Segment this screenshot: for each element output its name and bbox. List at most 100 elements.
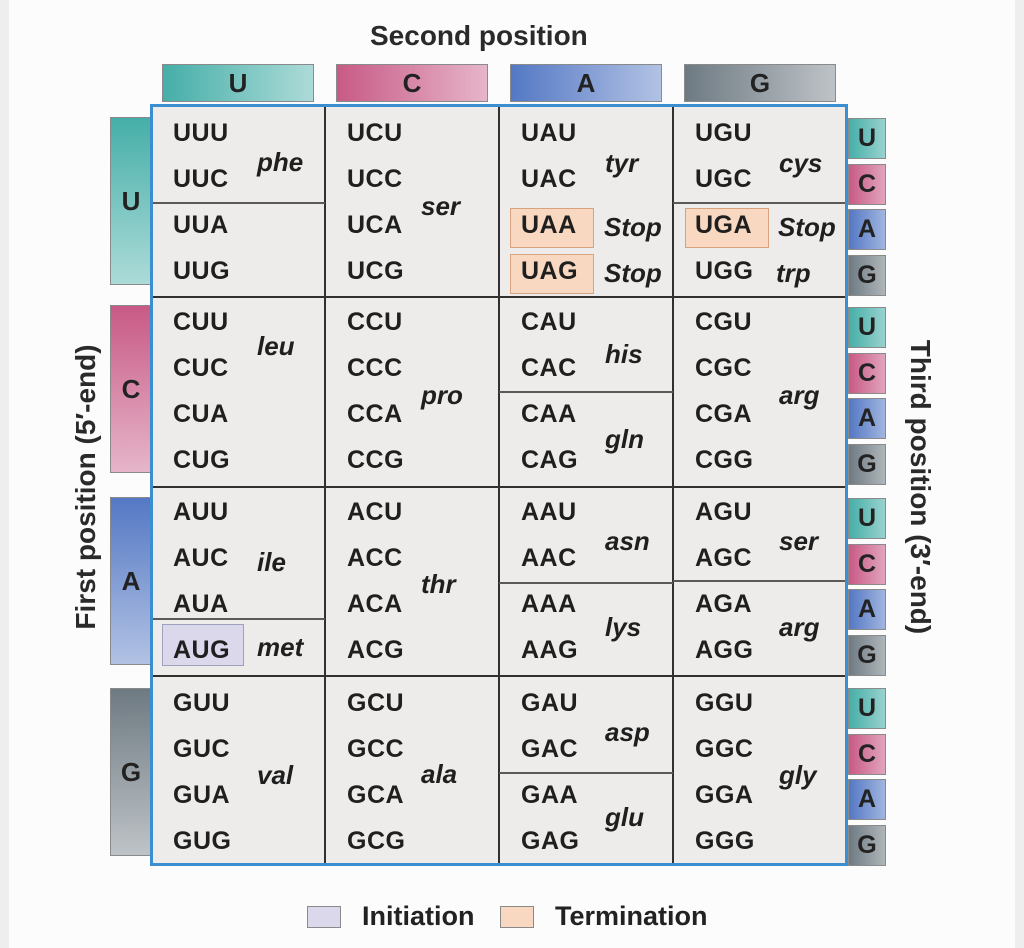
amino-acid-ser: ser [779, 526, 819, 556]
codon-cac: CAC [521, 354, 577, 382]
second-position-header-u: U [162, 64, 314, 102]
codon-aac: AAC [521, 544, 577, 572]
codon-ccu: CCU [347, 308, 403, 336]
codon-aca: ACA [347, 590, 403, 618]
codon-acg: ACG [347, 636, 405, 664]
third-position-letter-a-a: A [848, 589, 886, 630]
third-position-letter-g-u: U [848, 688, 886, 729]
codon-ucg: UCG [347, 257, 405, 285]
row-divider [153, 296, 845, 298]
amino-acid-ser: ser [421, 191, 461, 221]
codon-acc: ACC [347, 544, 403, 572]
codon-cgu: CGU [695, 308, 753, 336]
amino-acid-asp: asp [605, 717, 650, 747]
codon-gca: GCA [347, 781, 405, 809]
third-position-letter-g-a: A [848, 779, 886, 820]
codon-ucc: UCC [347, 165, 403, 193]
codon-ugc: UGC [695, 165, 753, 193]
amino-acid-met: met [257, 632, 304, 662]
codon-ggc: GGC [695, 735, 754, 763]
third-position-title: Third position (3′-end) [905, 339, 936, 635]
codon-cgg: CGG [695, 446, 754, 474]
third-position-letter-u-c: C [848, 163, 886, 205]
second-position-header-c: C [336, 64, 488, 102]
amino-acid-stop: Stop [604, 212, 662, 242]
third-position-letter-u-a: A [848, 209, 886, 250]
codon-guc: GUC [173, 735, 231, 763]
amino-acid-ile: ile [257, 547, 286, 577]
codon-aaa: AAA [521, 590, 577, 618]
right-edge-strip [1015, 0, 1024, 948]
codon-cgc: CGC [695, 354, 753, 382]
third-position-letter-g-c: C [848, 733, 886, 775]
second-position-title: Second position [370, 20, 588, 51]
codon-uga: UGA [695, 211, 753, 239]
codon-gaa: GAA [521, 781, 579, 809]
codon-ucu: UCU [347, 119, 403, 147]
column-divider [498, 107, 500, 863]
group-divider [153, 618, 325, 620]
codon-auc: AUC [173, 544, 229, 572]
initiation-legend-label: Initiation [362, 901, 475, 931]
codon-uca: UCA [347, 211, 403, 239]
row-divider [153, 675, 845, 677]
amino-acid-phe: phe [257, 147, 304, 177]
codon-uuc: UUC [173, 165, 229, 193]
third-position-letter-c-u: U [848, 307, 886, 348]
first-position-header-c: C [110, 305, 152, 473]
codon-aga: AGA [695, 590, 753, 618]
second-position-header-a: A [510, 64, 662, 102]
codon-uuu: UUU [173, 119, 229, 147]
initiation-legend-swatch [307, 906, 341, 928]
amino-acid-leu: leu [257, 331, 295, 361]
first-position-header-g: G [110, 688, 152, 856]
codon-gcu: GCU [347, 689, 405, 717]
row-divider [153, 486, 845, 488]
third-position-letter-c-c: C [848, 352, 886, 394]
amino-acid-pro: pro [421, 380, 463, 410]
group-divider [673, 580, 845, 582]
amino-acid-arg: arg [779, 380, 820, 410]
codon-gua: GUA [173, 781, 231, 809]
codon-cuc: CUC [173, 354, 229, 382]
third-position-letter-u-u: U [848, 118, 886, 159]
codon-caa: CAA [521, 400, 577, 428]
third-position-letter-c-g: G [848, 443, 886, 485]
codon-cga: CGA [695, 400, 753, 428]
amino-acid-glu: glu [605, 802, 644, 832]
codon-gug: GUG [173, 827, 232, 855]
third-position-letter-a-g: G [848, 634, 886, 676]
codon-agc: AGC [695, 544, 753, 572]
second-position-header-g: G [684, 64, 836, 102]
group-divider [499, 391, 673, 393]
amino-acid-gln: gln [605, 424, 644, 454]
first-position-header-a: A [110, 497, 152, 665]
amino-acid-asn: asn [605, 526, 650, 556]
first-position-header-u: U [110, 117, 152, 285]
codon-ccg: CCG [347, 446, 405, 474]
codon-cuu: CUU [173, 308, 229, 336]
termination-highlight-uga [685, 208, 769, 248]
amino-acid-ala: ala [421, 759, 458, 789]
termination-legend-label: Termination [555, 901, 708, 931]
codon-agg: AGG [695, 636, 754, 664]
amino-acid-val: val [257, 760, 294, 790]
codon-ccc: CCC [347, 354, 403, 382]
column-divider [324, 107, 326, 863]
codon-uag: UAG [521, 257, 579, 285]
codon-auu: AUU [173, 498, 229, 526]
codon-cau: CAU [521, 308, 577, 336]
column-divider [672, 107, 674, 863]
codon-ggg: GGG [695, 827, 755, 855]
amino-acid-gly: gly [779, 760, 817, 790]
codon-cca: CCA [347, 400, 403, 428]
codon-gac: GAC [521, 735, 579, 763]
codon-gag: GAG [521, 827, 580, 855]
codon-uua: UUA [173, 211, 229, 239]
codon-acu: ACU [347, 498, 403, 526]
third-position-letter-a-c: C [848, 543, 886, 585]
amino-acid-tyr: tyr [605, 148, 639, 178]
codon-ugu: UGU [695, 119, 753, 147]
codon-gau: GAU [521, 689, 579, 717]
